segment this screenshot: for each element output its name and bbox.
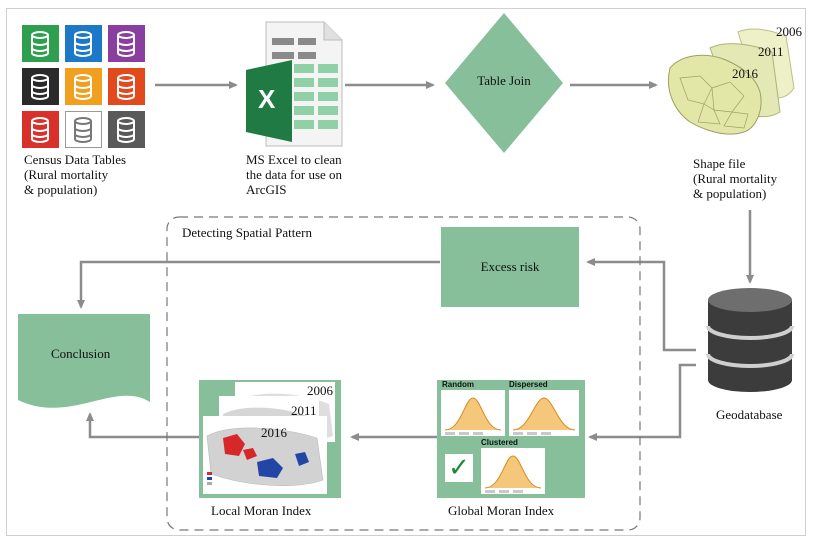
global-panel-random: [441, 390, 505, 436]
global-moran-label: Global Moran Index: [448, 503, 555, 518]
dispersed-curve: [512, 397, 576, 435]
check-icon: ✓: [445, 454, 473, 482]
diagram-frame: [6, 8, 806, 536]
detecting-pattern-box: [166, 216, 641, 531]
detecting-pattern-title: Detecting Spatial Pattern: [182, 225, 312, 240]
local-year-2006: 2006: [307, 383, 333, 398]
local-year-2011: 2011: [291, 403, 317, 418]
shapefile-label: Shape file (Rural mortality & population…: [693, 156, 778, 201]
check-glyph: ✓: [448, 453, 470, 483]
clustered-curve: [484, 455, 542, 493]
global-panel-dispersed: [509, 390, 579, 436]
excess-risk-label: Excess risk: [480, 259, 540, 274]
excel-sheet-graphic: [246, 21, 343, 147]
global-dispersed-label: Dispersed: [509, 380, 548, 389]
shapefile-maps: 2006 2011 2016: [660, 18, 802, 148]
local-moran-maps: [203, 382, 335, 494]
census-tables-icon: [22, 25, 151, 150]
arrow-excess-to-conclusion: [77, 260, 440, 309]
excel-letter: X: [258, 84, 276, 114]
random-curve: [444, 397, 502, 435]
excel-icon: X: [246, 21, 346, 147]
conclusion-shape: [18, 314, 150, 408]
local-moran-label: Local Moran Index: [211, 503, 312, 518]
global-clustered-label: Clustered: [481, 438, 518, 447]
shapefile-year-2006: 2006: [776, 24, 802, 39]
table-join-label: Table Join: [477, 73, 531, 88]
geodatabase-label: Geodatabase: [716, 407, 783, 422]
table-join-diamond: [445, 13, 563, 153]
arrow-geodatabase-to-excess: [586, 258, 696, 352]
arrow-geodatabase-to-global: [588, 363, 696, 441]
shapefile-year-2016: 2016: [732, 66, 758, 81]
conclusion-label: Conclusion: [51, 346, 111, 361]
global-random-label: Random: [442, 380, 474, 389]
database-cylinders: [31, 31, 135, 143]
arrow-local-to-conclusion: [86, 412, 200, 439]
census-label: Census Data Tables (Rural mortality & po…: [24, 152, 127, 197]
shapefile-map-stack: [667, 28, 795, 135]
geodatabase-icon: [706, 288, 794, 392]
excel-label: MS Excel to clean the data for use on Ar…: [246, 152, 343, 197]
shapefile-year-2011: 2011: [758, 44, 784, 59]
global-panel-clustered: [481, 448, 545, 494]
local-year-2016: 2016: [261, 425, 287, 440]
global-moran-panel: Random Dispersed Clustered ✓: [437, 380, 585, 498]
local-moran-panel: 2006 2011 2016: [199, 380, 341, 498]
excess-risk-box: Excess risk: [441, 227, 579, 307]
